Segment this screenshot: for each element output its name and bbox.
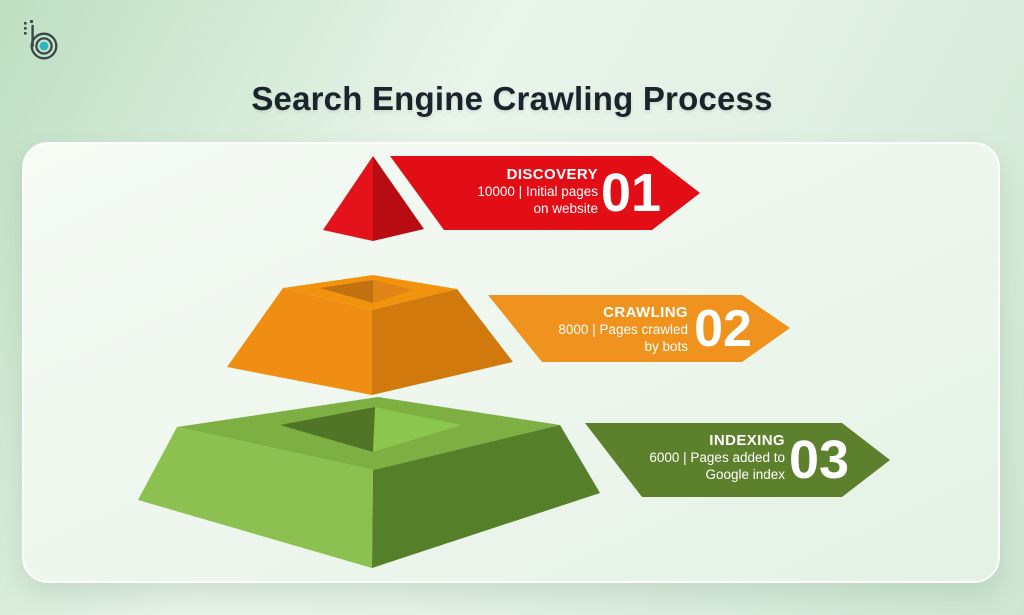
step-1-text-block: DISCOVERY 10000 | Initial pages on websi… <box>430 166 598 217</box>
step-3-detail-line1: 6000 | Pages added to <box>649 450 785 465</box>
page-title: Search Engine Crawling Process <box>251 80 773 117</box>
brand-logo-icon <box>24 20 58 60</box>
step-2-text-block: CRAWLING 8000 | Pages crawled by bots <box>520 304 688 355</box>
step-2-detail-line1: 8000 | Pages crawled <box>558 322 688 337</box>
step-1-detail-line2: on website <box>533 200 598 216</box>
step-3-title: INDEXING <box>709 432 785 449</box>
step-1-title: DISCOVERY <box>506 166 598 183</box>
step-1-number: 01 <box>600 163 662 223</box>
step-2-number: 02 <box>694 299 752 358</box>
step-3-number: 03 <box>788 430 850 490</box>
step-2-title: CRAWLING <box>603 304 688 321</box>
step-1-detail-line1: 10000 | Initial pages <box>477 184 598 199</box>
step-3-detail-line2: Google index <box>705 466 785 482</box>
step-2-detail-line2: by bots <box>644 338 688 354</box>
step-3-text-block: INDEXING 6000 | Pages added to Google in… <box>617 432 785 483</box>
